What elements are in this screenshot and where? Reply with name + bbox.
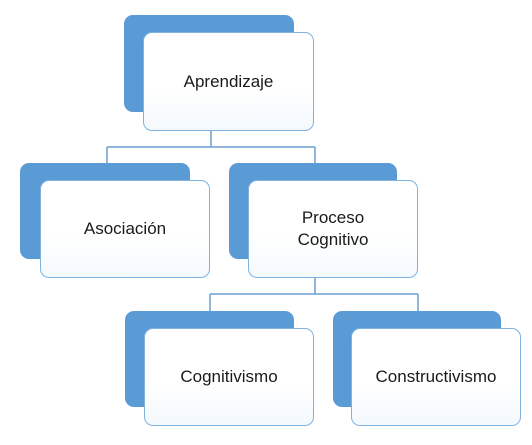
node-label-line2: Cognitivo bbox=[297, 230, 369, 249]
node-box: Proceso Cognitivo bbox=[248, 180, 418, 278]
node-label: Asociación bbox=[83, 219, 167, 238]
node-box: Asociación bbox=[40, 180, 210, 278]
node-label: Aprendizaje bbox=[183, 71, 274, 91]
node-label: Constructivismo bbox=[375, 367, 497, 386]
node-label-line1: Proceso bbox=[301, 208, 365, 227]
node-box: Aprendizaje bbox=[143, 32, 314, 131]
node-label: Cognitivismo bbox=[180, 367, 278, 386]
node-box: Cognitivismo bbox=[144, 328, 314, 426]
node-box: Constructivismo bbox=[351, 328, 521, 426]
